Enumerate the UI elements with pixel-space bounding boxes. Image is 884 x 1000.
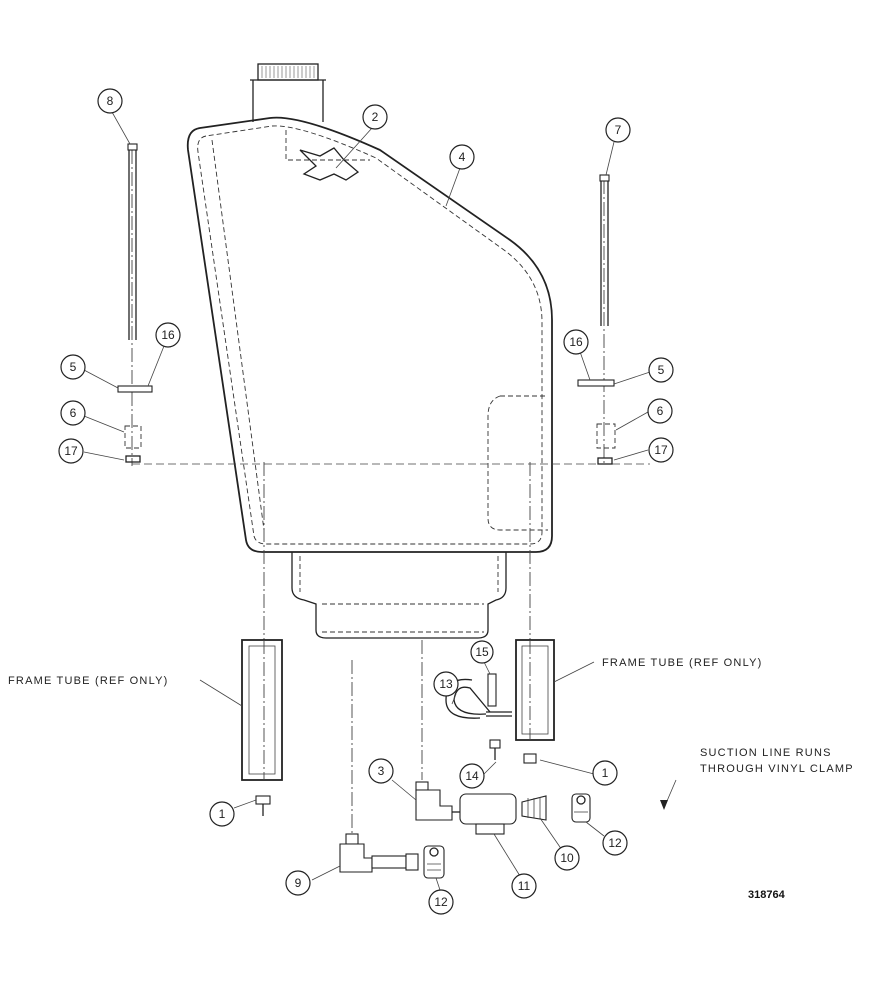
callout-17-right: 17	[648, 437, 674, 463]
callout-1-left: 1	[209, 801, 235, 827]
callout-8: 8	[97, 88, 123, 114]
drain-fittings	[339, 673, 591, 879]
callout-2: 2	[362, 104, 388, 130]
callout-5-left: 5	[60, 354, 86, 380]
callout-9: 9	[285, 870, 311, 896]
svg-text:12: 12	[608, 836, 622, 850]
right-mounting-stud	[577, 174, 616, 465]
callout-13: 13	[433, 671, 459, 697]
suction-note-arrowhead	[660, 800, 668, 810]
svg-text:17: 17	[654, 443, 668, 457]
svg-text:15: 15	[475, 645, 489, 659]
svg-text:6: 6	[657, 404, 664, 418]
callout-6-right: 6	[647, 398, 673, 424]
callout-4: 4	[449, 144, 475, 170]
callout-16-right: 16	[563, 329, 589, 355]
svg-text:16: 16	[161, 328, 175, 342]
svg-text:14: 14	[465, 769, 479, 783]
callout-14: 14	[459, 763, 485, 789]
callout-3: 3	[368, 758, 394, 784]
callout-16-left: 16	[155, 322, 181, 348]
frame-tube-left-note: FRAME TUBE (REF ONLY)	[8, 675, 168, 687]
callout-7: 7	[605, 117, 631, 143]
callout-6-left: 6	[60, 400, 86, 426]
svg-text:3: 3	[378, 764, 385, 778]
svg-text:9: 9	[295, 876, 302, 890]
svg-text:11: 11	[518, 879, 531, 893]
left-mounting-stud	[117, 143, 153, 463]
centerlines	[131, 150, 650, 867]
frame-tube-right	[515, 639, 555, 764]
svg-text:5: 5	[70, 360, 77, 374]
callout-12-bottom: 12	[428, 889, 454, 915]
svg-text:13: 13	[439, 677, 453, 691]
svg-text:12: 12	[434, 895, 448, 909]
svg-text:4: 4	[459, 150, 466, 164]
svg-text:8: 8	[107, 94, 114, 108]
callout-5-right: 5	[648, 357, 674, 383]
leader-lines	[83, 111, 677, 891]
callout-1-mid: 1	[592, 760, 618, 786]
svg-text:5: 5	[658, 363, 665, 377]
callout-10: 10	[554, 845, 580, 871]
callout-17-left: 17	[58, 438, 84, 464]
svg-text:2: 2	[372, 110, 379, 124]
svg-text:6: 6	[70, 406, 77, 420]
hydraulic-tank	[186, 63, 553, 639]
suction-line-note-line2: THROUGH VINYL CLAMP	[700, 763, 854, 775]
suction-line-note-line1: SUCTION LINE RUNS	[700, 747, 832, 759]
svg-text:10: 10	[560, 851, 574, 865]
svg-text:17: 17	[64, 444, 78, 458]
callout-12-right: 12	[602, 830, 628, 856]
frame-tube-right-note: FRAME TUBE (REF ONLY)	[602, 657, 762, 669]
callout-11: 11	[511, 873, 537, 899]
figure-number: 318764	[748, 889, 786, 901]
callout-15: 15	[470, 640, 494, 664]
svg-text:1: 1	[602, 766, 609, 780]
svg-text:16: 16	[569, 335, 583, 349]
frame-tube-left	[241, 639, 283, 816]
callout-bubbles: 8 7 2 4 5 16 6 17 16 5 6 17 15 13 14 1 1…	[58, 88, 674, 915]
svg-text:1: 1	[219, 807, 226, 821]
svg-text:7: 7	[615, 123, 622, 137]
